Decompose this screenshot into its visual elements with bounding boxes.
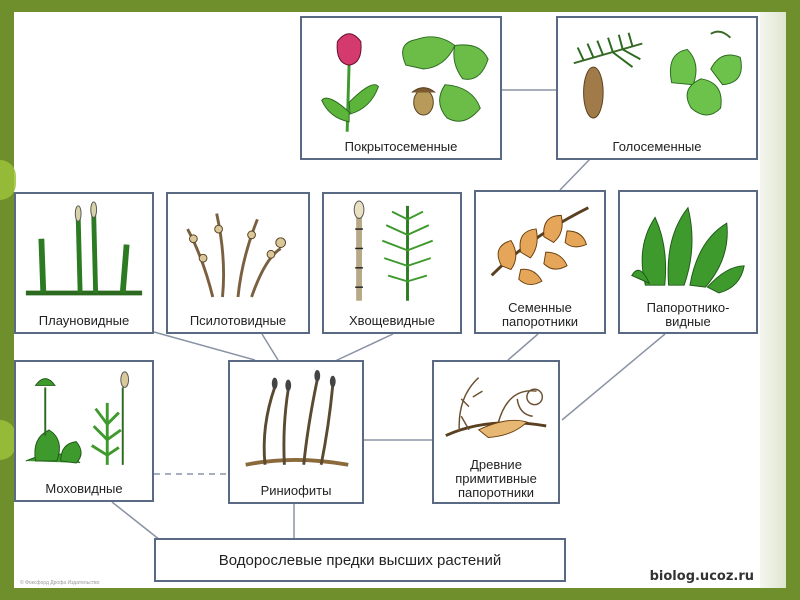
group-ferns: Папоротнико- видные [618, 190, 758, 334]
decor-leaf [0, 420, 16, 460]
group-seed-ferns: Семенные папоротники [474, 190, 606, 334]
decor-leaf [0, 160, 16, 200]
group-horsetails: Хвощевидные [322, 192, 462, 334]
watermark: biolog.ucoz.ru [649, 569, 754, 584]
group-gymnosperms: Голосеменные [556, 16, 758, 160]
group-angiosperms: Покрытосеменные [300, 16, 502, 160]
group-ancient-ferns: Древние примитивные папоротники [432, 360, 560, 504]
fern-icon [631, 206, 745, 294]
label-horsetails: Хвощевидные [349, 313, 435, 328]
label-ferns: Папоротнико- видные [646, 300, 730, 329]
club-moss-icon [25, 201, 143, 296]
ancient-fern-icon [445, 377, 547, 439]
group-mosses: Моховидные [14, 360, 154, 502]
slide-edge-strip [760, 12, 786, 588]
group-psilotophytes: Псилотовидные [166, 192, 310, 334]
label-ancient-ferns: Древние примитивные папоротники [455, 457, 537, 500]
group-rhyniophytes: Риниофиты [228, 360, 364, 504]
horsetail-icon [353, 200, 434, 301]
label-gymnosperms: Голосеменные [612, 139, 702, 154]
label-mosses: Моховидные [45, 481, 123, 496]
label-angiosperms: Покрытосеменные [344, 139, 458, 154]
conifer-ginkgo-icon [573, 30, 742, 119]
copyright-text: © Фоксфорд Дрофа Издательство [20, 580, 100, 586]
rhynia-icon [245, 369, 349, 467]
label-lycophytes: Плауновидные [38, 313, 130, 328]
tulip-oak-icon [321, 33, 489, 132]
group-algal-ancestors: Водорослевые предки высших растений [154, 538, 566, 582]
moss-icon [25, 371, 130, 465]
label-rhyniophytes: Риниофиты [260, 483, 332, 498]
seed-fern-icon [490, 206, 589, 285]
group-lycophytes: Плауновидные [14, 192, 154, 334]
label-psilotophytes: Псилотовидные [189, 313, 287, 328]
psilotum-icon [186, 213, 286, 298]
label-seed-ferns: Семенные папоротники [501, 300, 579, 329]
